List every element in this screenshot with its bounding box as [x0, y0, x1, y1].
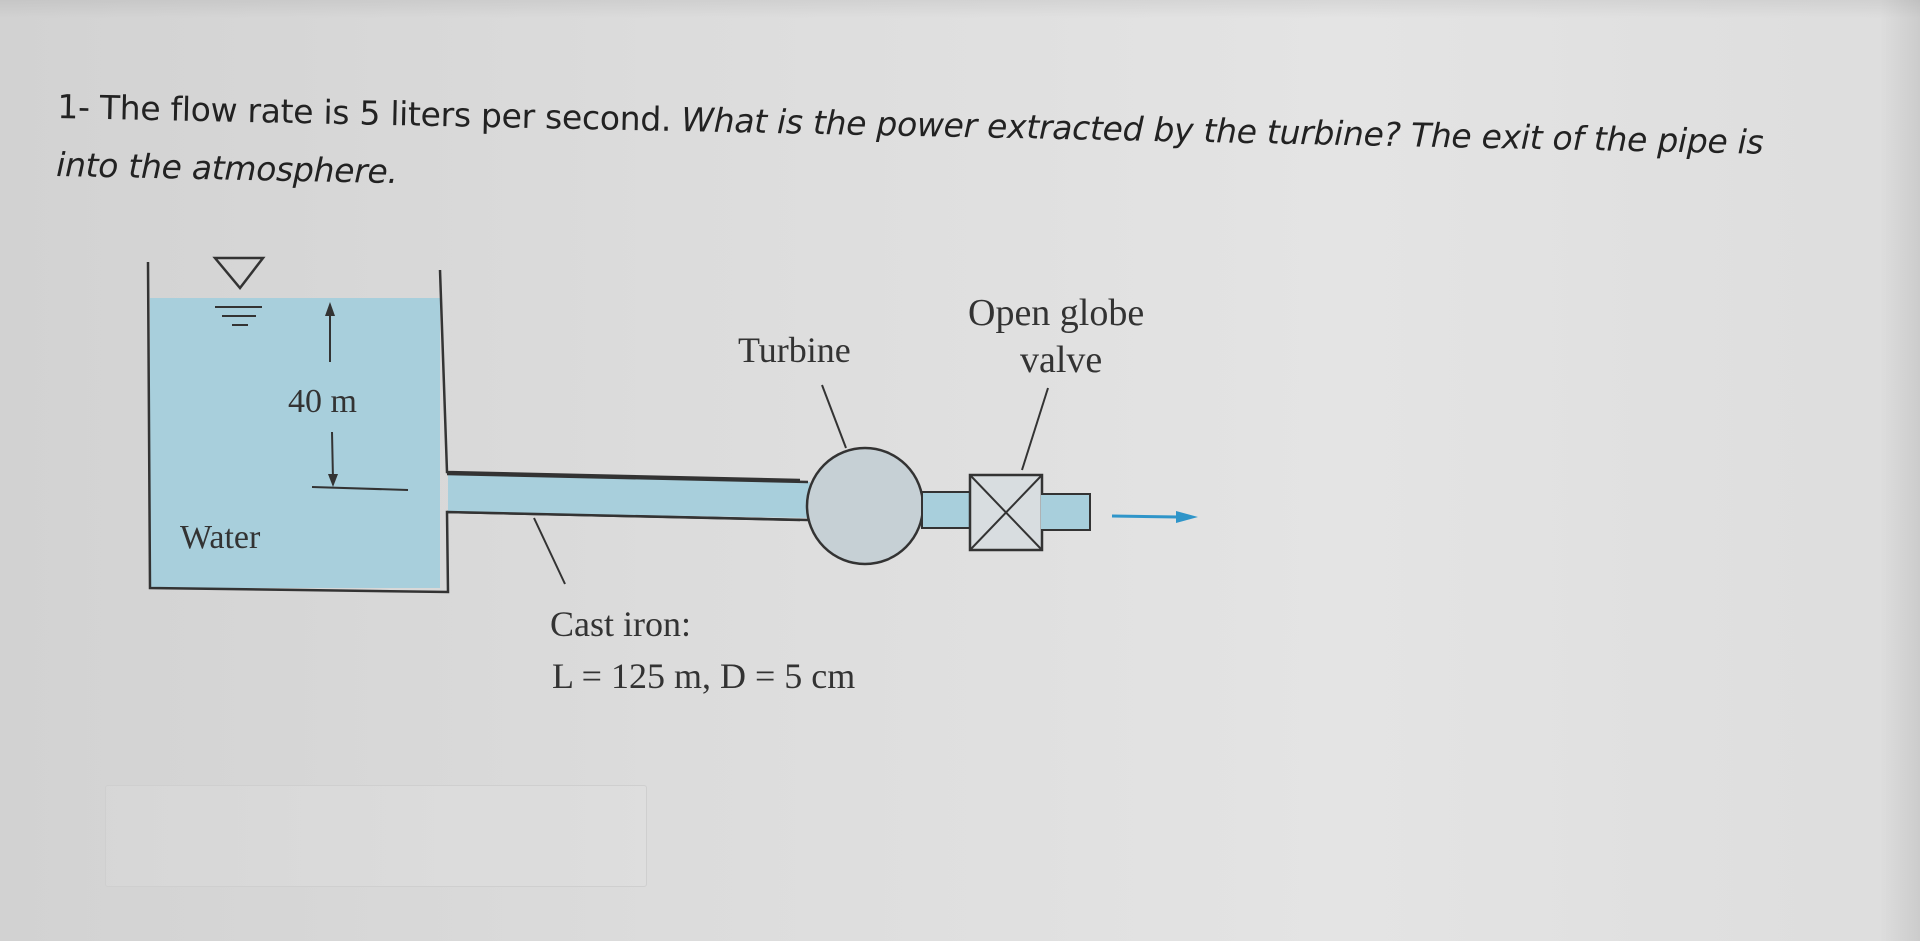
screen-edge-shadow-right	[1880, 0, 1920, 941]
screen-edge-shadow-top	[0, 0, 1920, 18]
outlet-flow-arrow	[1111, 514, 1179, 519]
valve-label-line-1: Open globe	[968, 292, 1144, 334]
valve-label-line-2: valve	[1020, 339, 1102, 381]
valve-leader-line	[1021, 387, 1049, 471]
arrow-down-icon	[328, 474, 338, 487]
reservoir-water	[150, 298, 440, 588]
turbine-leader-line	[821, 384, 847, 449]
arrow-right-icon	[1176, 511, 1198, 523]
answer-input[interactable]	[105, 785, 647, 887]
pipe-segment-turbine-valve	[921, 491, 971, 529]
fluid-label: Water	[180, 519, 261, 556]
pipe-centerline-reference	[311, 486, 409, 491]
height-label: 40 m	[288, 383, 357, 420]
arrow-up-icon	[325, 302, 335, 316]
free-surface-icon	[212, 256, 266, 291]
pipe-leader-line	[533, 517, 566, 585]
pipe-dimensions-label: L = 125 m, D = 5 cm	[552, 656, 855, 696]
pipe-outlet	[1041, 493, 1091, 531]
pipe-water	[448, 474, 810, 518]
height-arrow-down	[331, 431, 334, 481]
pipe-material-label: Cast iron:	[550, 604, 691, 644]
turbine	[805, 446, 925, 566]
reservoir-right-wall	[438, 269, 801, 482]
turbine-label: Turbine	[738, 330, 851, 370]
